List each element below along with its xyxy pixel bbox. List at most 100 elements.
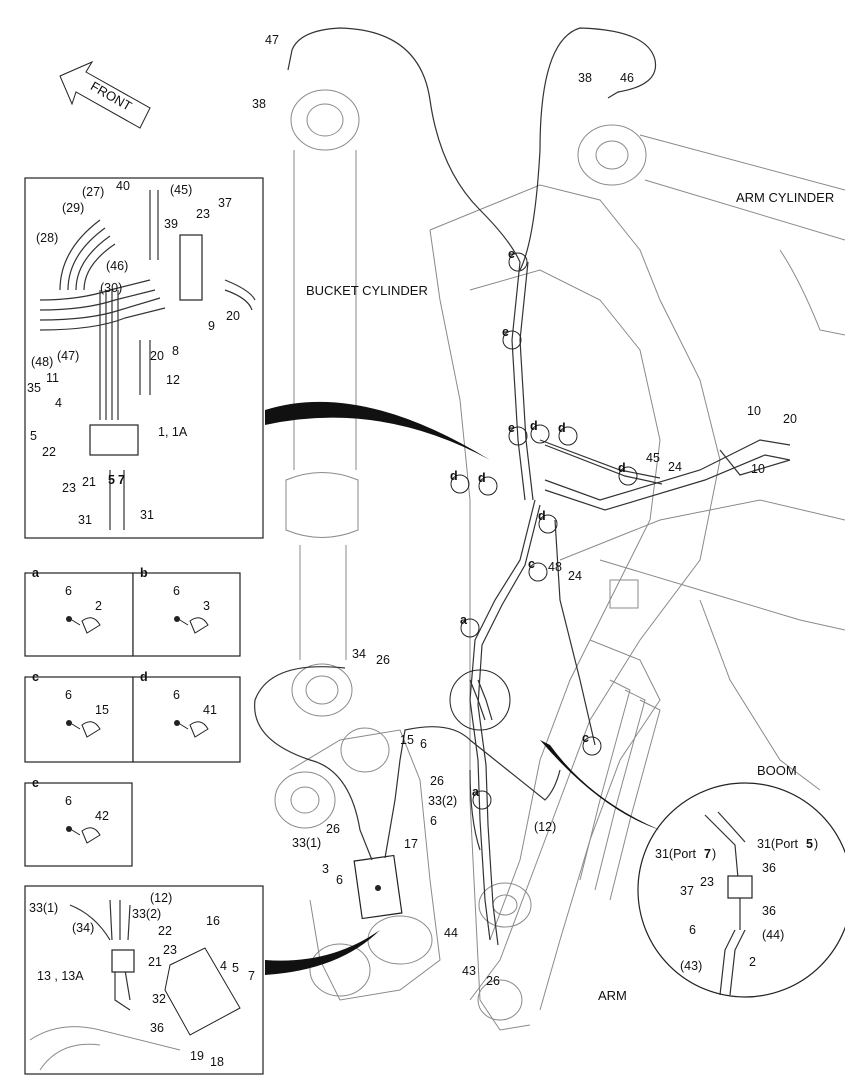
part-number-label: 43	[462, 964, 476, 978]
detail-marker-circle	[478, 476, 498, 496]
inset-part-label: 23	[163, 943, 177, 957]
inset-part-label: 36	[762, 904, 776, 918]
inset-part-label: 7	[118, 473, 125, 487]
detail-marker-letter: d	[558, 421, 566, 435]
detail-marker-letter: d	[450, 469, 458, 483]
inset-part-label: 5	[232, 961, 239, 975]
label-arm-cylinder: ARM CYLINDER	[736, 190, 834, 205]
detail-marker-letter: c	[582, 731, 589, 745]
detail-part-label: 15	[95, 703, 109, 717]
part-number-label: 33(2)	[428, 794, 457, 808]
front-label: FRONT	[88, 78, 134, 113]
label-arm: ARM	[598, 988, 627, 1003]
part-number-label: 26	[430, 774, 444, 788]
inset-part-label: 13 , 13A	[37, 969, 84, 983]
detail-marker-circle	[558, 426, 578, 446]
callout-connectors	[265, 401, 660, 975]
inset-part-label: (43)	[680, 959, 702, 973]
inset-part-label: (47)	[57, 349, 79, 363]
detail-marker-letter: e	[502, 325, 509, 339]
detail-part-label: 2	[95, 599, 102, 613]
inset-part-label: 20	[150, 349, 164, 363]
part-number-label: 34	[352, 647, 366, 661]
inset-part-label: 35	[27, 381, 41, 395]
inset-part-label: (45)	[170, 183, 192, 197]
arm-cylinder	[577, 124, 845, 336]
inset-part-label: 23	[62, 481, 76, 495]
detail-marker-circle	[502, 330, 522, 350]
part-number-label: 3	[322, 862, 329, 876]
inset-part-label: 31(Port	[655, 847, 697, 861]
inset-part-label: 36	[762, 861, 776, 875]
inset-bottom-left	[24, 885, 264, 1075]
inset-part-label: 31	[140, 508, 154, 522]
detail-box-letter: b	[140, 566, 148, 580]
detail-marker-circle	[508, 252, 528, 272]
part-number-label: 10	[751, 462, 765, 476]
detail-box-letter: e	[32, 776, 39, 790]
inset-part-label: 8	[172, 344, 179, 358]
inset-part-label: (34)	[72, 921, 94, 935]
detail-box-letter: c	[32, 670, 39, 684]
inset-part-label: 37	[218, 196, 232, 210]
inset-part-label: 22	[42, 445, 56, 459]
part-number-label: 45	[646, 451, 660, 465]
inset-part-label: 5	[30, 429, 37, 443]
magnifier-circle	[449, 669, 511, 731]
inset-right-circle	[637, 782, 845, 998]
inset-part-label: (46)	[106, 259, 128, 273]
part-number-label: 24	[568, 569, 582, 583]
part-number-label: 24	[668, 460, 682, 474]
detail-marker-letter: d	[478, 471, 486, 485]
detail-marker-circle	[538, 514, 558, 534]
detail-marker-letter: d	[538, 509, 546, 523]
inset-part-label: 20	[226, 309, 240, 323]
detail-marker-circle	[618, 466, 638, 486]
inset-part-label: (12)	[150, 891, 172, 905]
inset-part-label: 21	[82, 475, 96, 489]
inset-part-label: 12	[166, 373, 180, 387]
inset-part-label: 6	[689, 923, 696, 937]
hoses	[254, 27, 791, 946]
detail-box-letter: d	[140, 670, 148, 684]
detail-part-label: 6	[65, 688, 72, 702]
bucket-linkage	[274, 727, 441, 1001]
region-labels: BUCKET CYLINDER ARM CYLINDER BOOM ARM	[306, 190, 834, 1003]
inset-part-label: 5	[108, 473, 115, 487]
detail-marker-circle	[460, 618, 480, 638]
inset-part-label: 19	[190, 1049, 204, 1063]
part-number-label: 17	[404, 837, 418, 851]
inset-part-label: 33(2)	[132, 907, 161, 921]
junction-block-13	[353, 854, 403, 920]
detail-part-label: 6	[65, 584, 72, 598]
detail-part-label: 6	[173, 584, 180, 598]
detail-box-c: c 6 15	[24, 670, 134, 763]
inset-part-label: 22	[158, 924, 172, 938]
inset-part-label: 33(1)	[29, 901, 58, 915]
detail-marker-letter: e	[508, 247, 515, 261]
inset-part-label: 7	[248, 969, 255, 983]
detail-box-letter: a	[32, 566, 40, 580]
inset-part-label: 21	[148, 955, 162, 969]
inset-part-label: 4	[220, 959, 227, 973]
inset-part-label: 31	[78, 513, 92, 527]
part-number-label: 6	[430, 814, 437, 828]
detail-marker-letter: e	[508, 421, 515, 435]
label-bucket-cylinder: BUCKET CYLINDER	[306, 283, 428, 298]
inset-part-label: (48)	[31, 355, 53, 369]
inset-part-label: 9	[208, 319, 215, 333]
detail-marker-circle	[582, 736, 602, 756]
part-number-label: 26	[326, 822, 340, 836]
part-number-label: 15	[400, 733, 414, 747]
inset-part-label: 16	[206, 914, 220, 928]
part-number-label: 48	[548, 560, 562, 574]
detail-part-label: 42	[95, 809, 109, 823]
label-boom: BOOM	[757, 763, 797, 778]
detail-box-b: b63	[132, 566, 241, 657]
inset-part-label: 18	[210, 1055, 224, 1069]
